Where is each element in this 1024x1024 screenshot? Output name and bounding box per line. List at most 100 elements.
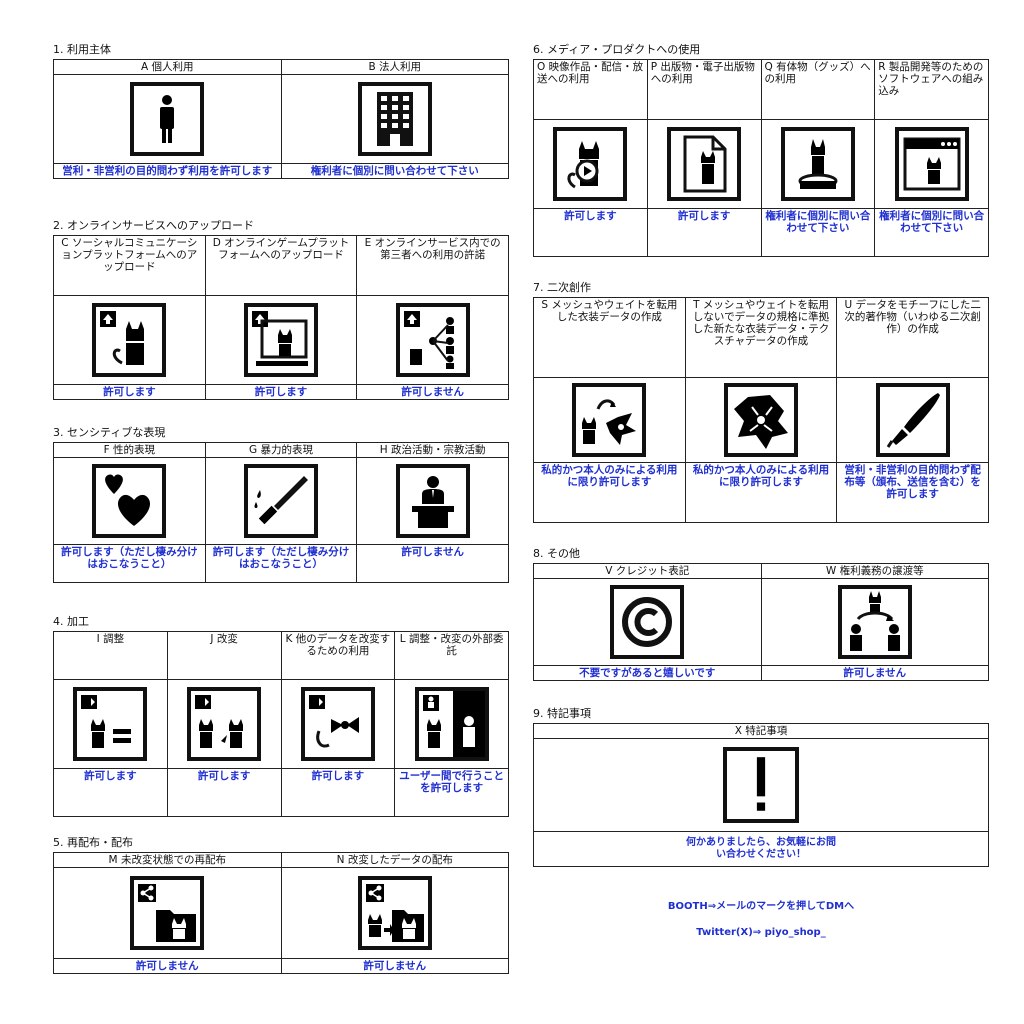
section-usage-subject: 1. 利用主体 A 個人利用 B 法人利用 営利・非営利の目的問わず利用を許可し… (53, 42, 509, 179)
item-label: O 映像作品・配信・放送への利用 (533, 59, 648, 120)
booth-contact-note: BOOTH⇒メールのマークを押してDMへ (667, 901, 855, 912)
status-text: 権利者に個別に問い合わせて下さい (760, 208, 876, 257)
figure-icon (780, 127, 855, 201)
status-text: 権利者に個別に問い合わせて下さい (874, 208, 989, 257)
exclamation-icon (723, 747, 799, 823)
terms-table: S メッシュやウェイトを転用した衣装データの作成 T メッシュやウェイトを転用し… (533, 297, 989, 523)
section-redistribution: 5. 再配布・配布 M 未改変状態での再配布 N 改変したデータの配布 許可しま… (53, 835, 509, 974)
item-label: S メッシュやウェイトを転用した衣装データの作成 (533, 297, 686, 378)
section-title: 8. その他 (533, 547, 580, 560)
item-label: C ソーシャルコミュニケーションプラットフォームへのアップロード (53, 235, 206, 296)
item-label: I 調整 (53, 631, 168, 680)
item-label: V クレジット表記 (533, 563, 762, 579)
item-label: T メッシュやウェイトを転用しないでデータの規格に準拠した新たな衣装データ・テク… (684, 297, 838, 378)
item-label: D オンラインゲームプラットフォームへのアップロード (204, 235, 358, 296)
item-label: J 改変 (166, 631, 282, 680)
ribbon-icon (300, 687, 375, 761)
status-text: 許可しません (356, 384, 509, 400)
building-icon (357, 82, 432, 156)
mesh-transfer-icon (572, 383, 647, 457)
item-label: B 法人利用 (280, 59, 509, 75)
outsourcing-icon (414, 687, 489, 761)
section-title: 1. 利用主体 (53, 43, 111, 56)
pen-icon (875, 383, 950, 457)
document-icon (667, 127, 742, 201)
terms-table: I 調整 J 改変 K 他のデータを改変するための利用 L 調整・改変の外部委託… (53, 631, 509, 817)
status-text: 許可します (204, 384, 358, 400)
video-icon (553, 127, 628, 201)
status-text: 許可します (53, 768, 168, 817)
status-text: 不要ですがあると嬉しいです (533, 665, 762, 681)
upload-monitor-icon (243, 303, 318, 377)
section-other: 8. その他 V クレジット表記 W 権利義務の譲渡等 不要ですがあると嬉しいで… (533, 546, 989, 681)
terms-table: O 映像作品・配信・放送への利用 P 出版物・電子出版物への利用 Q 有体物（グ… (533, 59, 989, 257)
item-label: G 暴力的表現 (204, 442, 358, 458)
status-text: 許可しません (356, 544, 509, 583)
item-label: Q 有体物（グッズ）への利用 (760, 59, 876, 120)
upload-avatar-icon (92, 303, 167, 377)
status-text: 私的かつ本人のみによる利用に限り許可します (684, 462, 838, 523)
status-text: 何かありましたら、お気軽にお問い合わせください！ (533, 831, 989, 867)
item-label: K 他のデータを改変するための利用 (280, 631, 396, 680)
section-special-notes: 9. 特記事項 X 特記事項 何かありましたら、お気軽にお問い合わせください！ (533, 706, 989, 867)
person-icon (130, 82, 205, 156)
twitter-contact-note: Twitter(X)⇒ piyo_shop_ (696, 927, 826, 938)
status-text: 許可します (280, 768, 396, 817)
section-title: 7. 二次創作 (533, 281, 591, 294)
transfer-icon (837, 585, 912, 659)
item-label: E オンラインサービス内での第三者への利用の許諾 (356, 235, 509, 296)
terms-table: M 未改変状態での再配布 N 改変したデータの配布 許可しません 許可しません (53, 852, 509, 974)
section-title: 5. 再配布・配布 (53, 836, 133, 849)
section-title: 2. オンラインサービスへのアップロード (53, 219, 254, 232)
terms-table: C ソーシャルコミュニケーションプラットフォームへのアップロード D オンライン… (53, 235, 509, 400)
section-title: 3. センシティブな表現 (53, 426, 166, 439)
item-label: N 改変したデータの配布 (280, 852, 509, 868)
hearts-icon (92, 464, 167, 538)
status-text: 許可します (166, 768, 282, 817)
status-text: 許可します（ただし棲み分けはおこなうこと） (53, 544, 206, 583)
section-title: 6. メディア・プロダクトへの使用 (533, 43, 701, 56)
status-text: 営利・非営利の目的問わず利用を許可します (53, 163, 282, 179)
share-network-icon (395, 303, 470, 377)
item-label: R 製品開発等のためのソフトウェアへの組み込み (874, 59, 989, 120)
section-derivative-works: 7. 二次創作 S メッシュやウェイトを転用した衣装データの作成 T メッシュや… (533, 280, 989, 523)
status-text: 権利者に個別に問い合わせて下さい (280, 163, 509, 179)
item-label: F 性的表現 (53, 442, 206, 458)
item-label: M 未改変状態での再配布 (53, 852, 282, 868)
copyright-icon (610, 585, 685, 659)
modify-icon (187, 687, 262, 761)
section-title: 9. 特記事項 (533, 707, 591, 720)
item-label: H 政治活動・宗教活動 (356, 442, 509, 458)
section-online-upload: 2. オンラインサービスへのアップロード C ソーシャルコミュニケーションプラッ… (53, 218, 509, 400)
item-label: L 調整・改変の外部委託 (394, 631, 509, 680)
status-text: ユーザー間で行うことを許可します (394, 768, 509, 817)
terms-table: A 個人利用 B 法人利用 営利・非営利の目的問わず利用を許可します 権利者に個… (53, 59, 509, 179)
status-text: 許可します (53, 384, 206, 400)
item-label: P 出版物・電子出版物への利用 (646, 59, 762, 120)
terms-table: V クレジット表記 W 権利義務の譲渡等 不要ですがあると嬉しいです 許可しませ… (533, 563, 989, 681)
status-text: 許可しません (280, 958, 509, 974)
status-text: 許可します (646, 208, 762, 257)
status-text: 私的かつ本人のみによる利用に限り許可します (533, 462, 686, 523)
redistribute-folder-icon (130, 876, 205, 950)
podium-speaker-icon (395, 464, 470, 538)
knife-icon (243, 464, 318, 538)
status-text: 許可します (533, 208, 648, 257)
section-processing: 4. 加工 I 調整 J 改変 K 他のデータを改変するための利用 L 調整・改… (53, 614, 509, 817)
item-label: U データをモチーフにした二次的著作物（いわゆる二次創作）の作成 (836, 297, 989, 378)
terms-table: X 特記事項 何かありましたら、お気軽にお問い合わせください！ (533, 723, 989, 867)
adjust-equal-icon (73, 687, 148, 761)
section-title: 4. 加工 (53, 615, 89, 628)
item-label: W 権利義務の譲渡等 (760, 563, 989, 579)
modified-distribute-icon (357, 876, 432, 950)
costume-icon (723, 383, 798, 457)
section-sensitive-expression: 3. センシティブな表現 F 性的表現 G 暴力的表現 H 政治活動・宗教活動 … (53, 425, 509, 583)
item-label: A 個人利用 (53, 59, 282, 75)
section-media-products: 6. メディア・プロダクトへの使用 O 映像作品・配信・放送への利用 P 出版物… (533, 42, 989, 257)
status-text: 許可します（ただし棲み分けはおこなうこと） (204, 544, 358, 583)
terms-table: F 性的表現 G 暴力的表現 H 政治活動・宗教活動 許可します（ただし棲み分け… (53, 442, 509, 583)
item-label: X 特記事項 (533, 723, 989, 739)
status-text: 許可しません (53, 958, 282, 974)
software-window-icon (894, 127, 969, 201)
status-text: 許可しません (760, 665, 989, 681)
